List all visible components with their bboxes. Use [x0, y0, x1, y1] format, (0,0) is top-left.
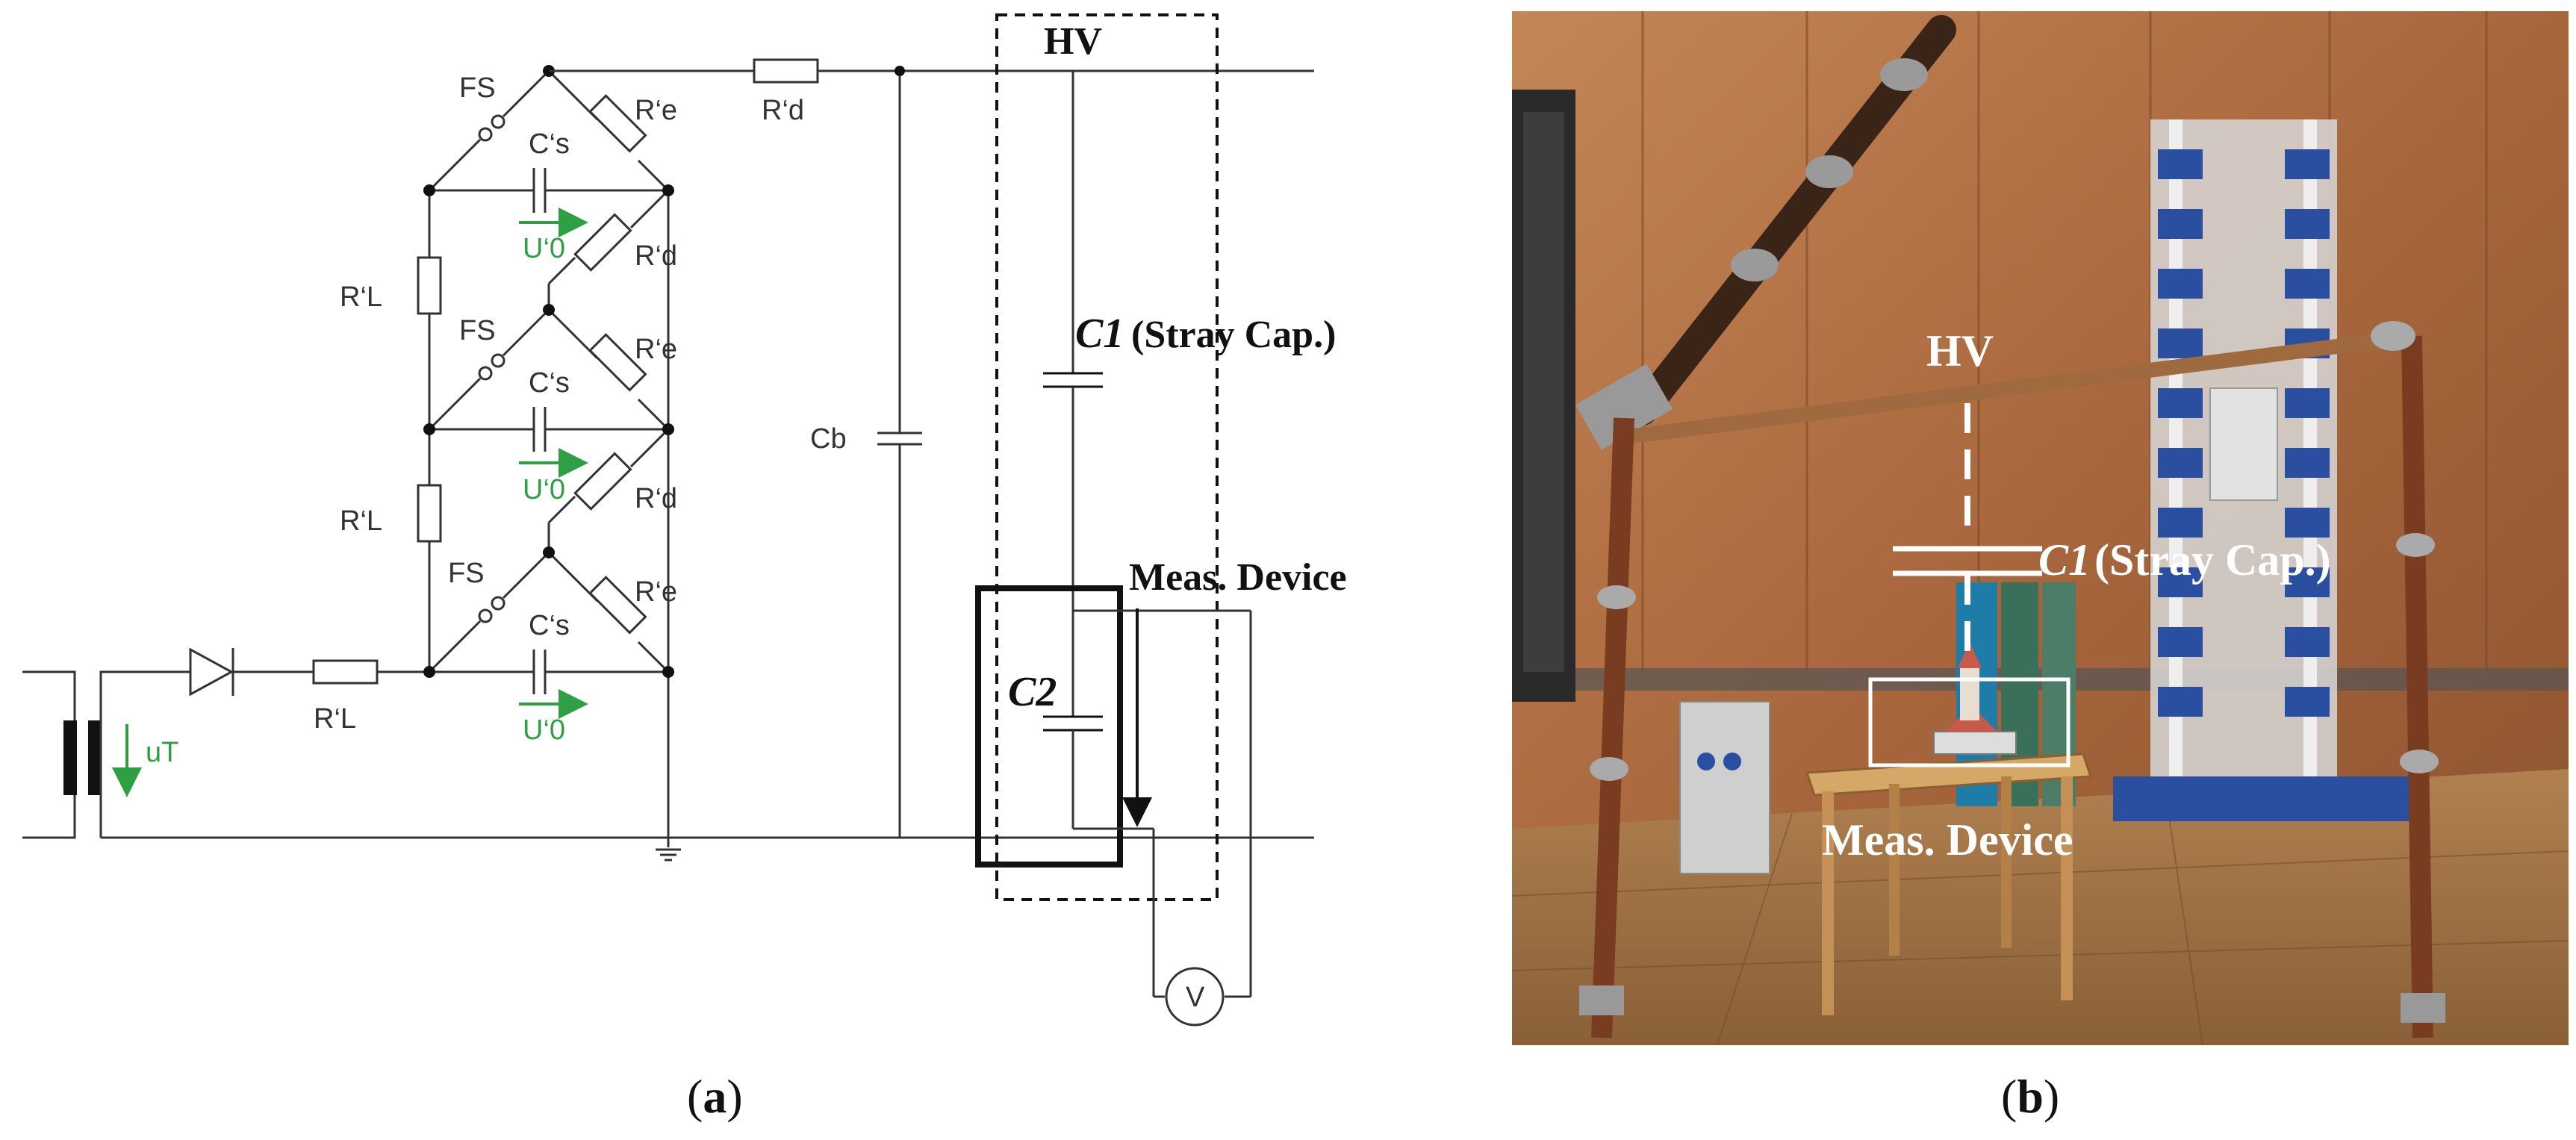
- rd-top-label: R‘d: [762, 95, 804, 126]
- caption-a: (a): [687, 1070, 743, 1123]
- re2-label: R‘e: [635, 334, 677, 365]
- cb-label: Cb: [810, 423, 847, 455]
- rd2-label: R‘d: [635, 483, 677, 514]
- stage-3-top: [429, 168, 668, 213]
- resistor-rl-1: [417, 256, 442, 315]
- re3-label: R‘e: [635, 576, 677, 608]
- stage-1-row: [429, 650, 668, 694]
- dashed-hv-box: [995, 13, 1219, 901]
- fs1-label: FS: [459, 72, 496, 104]
- rd-diag-1: [547, 189, 670, 285]
- rl2-label: R‘L: [340, 505, 382, 537]
- capacitor-c1: [1043, 71, 1103, 611]
- u01-label: U‘0: [523, 233, 565, 264]
- lab-floor: [1512, 769, 2569, 1045]
- stage-3-diamond: [428, 69, 670, 192]
- diagonal-conductor: [1575, 15, 1956, 450]
- fs3-label: FS: [448, 558, 485, 589]
- c1-symbol: C1: [1075, 311, 1124, 357]
- u02-label: U‘0: [523, 474, 565, 505]
- re1-label: R‘e: [635, 95, 677, 126]
- capacitor-c2: [1043, 609, 1251, 830]
- rd1-label: R‘d: [635, 240, 677, 272]
- transformer-symbol: [22, 670, 190, 839]
- photo-meas-label: Meas. Device: [1822, 815, 2073, 865]
- panel-a-circuit: uT R‘L R‘L R‘L: [22, 13, 1347, 1123]
- resistor-rl-input: [312, 659, 379, 685]
- rl1-label: R‘L: [340, 281, 382, 313]
- rd-diag-2: [547, 428, 670, 524]
- photo-hv-label: HV: [1926, 326, 1994, 376]
- hv-label: HV: [1044, 20, 1102, 63]
- cs1-label: C‘s: [529, 128, 570, 160]
- stage-1-diamond: [428, 523, 670, 673]
- rl3-label: R‘L: [314, 703, 356, 735]
- capacitor-cb: [877, 71, 922, 838]
- u03-label: U‘0: [523, 714, 565, 746]
- resistor-rl-2: [417, 484, 442, 543]
- c1-text: (Stray Cap.): [1131, 314, 1336, 356]
- photo-meas-box: [1868, 677, 2071, 767]
- stage-2-row: [429, 407, 668, 452]
- voltmeter: [1152, 611, 1252, 1027]
- c2-box: [975, 585, 1123, 868]
- stage-2-diamond: [428, 284, 670, 431]
- photo-c1-text: (Stray Cap.): [2094, 535, 2331, 585]
- hv-generator-tower: [2113, 119, 2412, 821]
- resistor-rd-top: [753, 58, 819, 84]
- cs3-label: C‘s: [529, 610, 570, 641]
- voltmeter-label: V: [1186, 982, 1205, 1013]
- c2-symbol: C2: [1008, 669, 1057, 715]
- photo-c1-symbol: C1: [2038, 535, 2091, 585]
- ground-symbol: [656, 838, 681, 862]
- ut-label: uT: [146, 737, 178, 768]
- fs2-label: FS: [459, 315, 496, 346]
- support-posts: [1579, 321, 2445, 1038]
- horizontal-rod: [1620, 332, 2397, 444]
- diode-symbol: [189, 647, 314, 697]
- caption-b: (b): [2001, 1070, 2059, 1123]
- meas-device-label: Meas. Device: [1129, 556, 1347, 599]
- panel-b-photo: HV C1 (Stray Cap.) Meas. Device (b): [1511, 11, 2569, 1123]
- meas-device-model: [1933, 642, 2017, 755]
- cs2-label: C‘s: [529, 367, 570, 399]
